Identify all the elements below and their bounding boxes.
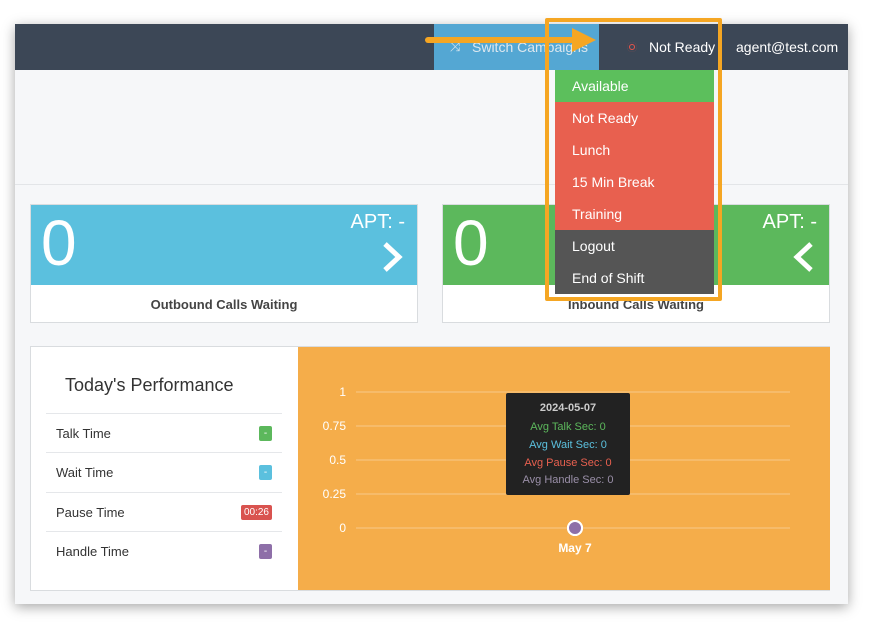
- y-tick-label: 0.75: [323, 419, 347, 433]
- status-label: Not Ready: [649, 39, 716, 55]
- status-option-available[interactable]: Available: [555, 70, 714, 102]
- y-tick-label: 0.25: [323, 487, 347, 501]
- inbound-apt: APT: -: [762, 211, 817, 233]
- tooltip-line-wait: Avg Wait Sec: 0: [529, 439, 607, 451]
- chevron-left-icon: [793, 242, 813, 272]
- gear-icon: [627, 42, 637, 52]
- switch-campaigns-button[interactable]: ⤨ Switch Campaigns: [434, 24, 599, 70]
- app-window: ⤨ Switch Campaigns Not Ready agent@test.…: [15, 24, 848, 604]
- outbound-count: 0: [41, 207, 77, 279]
- perf-label: Pause Time: [56, 505, 125, 520]
- perf-label: Wait Time: [56, 465, 114, 480]
- data-point-avg-handle-sec[interactable]: [567, 520, 583, 536]
- status-option-logout[interactable]: Logout: [555, 230, 714, 262]
- status-option-15-min-break[interactable]: 15 Min Break: [555, 166, 714, 198]
- perf-row-talk: Talk Time -: [46, 413, 282, 452]
- chevron-right-icon: [383, 242, 403, 272]
- tooltip-date: 2024-05-07: [539, 402, 597, 414]
- user-menu[interactable]: agent@test.com: [736, 39, 839, 55]
- perf-row-wait: Wait Time -: [46, 452, 282, 491]
- tooltip-line-talk: Avg Talk Sec: 0: [530, 421, 606, 433]
- inbound-count: 0: [453, 207, 489, 279]
- status-dropdown-menu: Available Not Ready Lunch 15 Min Break T…: [555, 70, 714, 294]
- tooltip-line-pause: Avg Pause Sec: 0: [524, 457, 612, 469]
- performance-title: Today's Performance: [65, 375, 234, 395]
- status-option-end-of-shift[interactable]: End of Shift: [555, 262, 714, 294]
- header-band: [15, 70, 848, 185]
- y-tick-label: 1: [339, 385, 346, 399]
- status-option-not-ready[interactable]: Not Ready: [555, 102, 714, 134]
- outbound-stat-panel: 0 APT: -: [31, 205, 417, 285]
- talk-time-badge: -: [259, 426, 272, 441]
- pause-time-badge: 00:26: [240, 505, 272, 520]
- y-tick-label: 0: [339, 521, 346, 535]
- perf-row-pause: Pause Time 00:26: [46, 492, 282, 531]
- shuffle-icon: ⤨: [450, 39, 461, 54]
- tooltip-line-handle: Avg Handle Sec: 0: [522, 474, 614, 486]
- annotation-highlight-box: [545, 18, 722, 301]
- y-tick-label: 0.5: [329, 453, 346, 467]
- status-option-lunch[interactable]: Lunch: [555, 134, 714, 166]
- status-dropdown-button[interactable]: Not Ready: [600, 24, 723, 70]
- x-tick-label: May 7: [558, 541, 592, 555]
- perf-label: Handle Time: [56, 544, 129, 559]
- perf-row-handle: Handle Time -: [46, 531, 282, 570]
- outbound-calls-card[interactable]: 0 APT: - Outbound Calls Waiting: [30, 204, 418, 323]
- annotation-arrow-icon: [425, 28, 596, 52]
- perf-label: Talk Time: [56, 426, 111, 441]
- outbound-label: Outbound Calls Waiting: [150, 297, 298, 312]
- performance-panel: Today's Performance Talk Time - Wait Tim…: [30, 346, 830, 591]
- handle-time-badge: -: [259, 544, 272, 559]
- status-option-training[interactable]: Training: [555, 198, 714, 230]
- outbound-apt: APT: -: [350, 211, 405, 233]
- wait-time-badge: -: [259, 465, 272, 480]
- chart-tooltip: 2024-05-07 Avg Talk Sec: 0 Avg Wait Sec:…: [506, 393, 630, 495]
- top-navbar: ⤨ Switch Campaigns Not Ready agent@test.…: [15, 24, 848, 70]
